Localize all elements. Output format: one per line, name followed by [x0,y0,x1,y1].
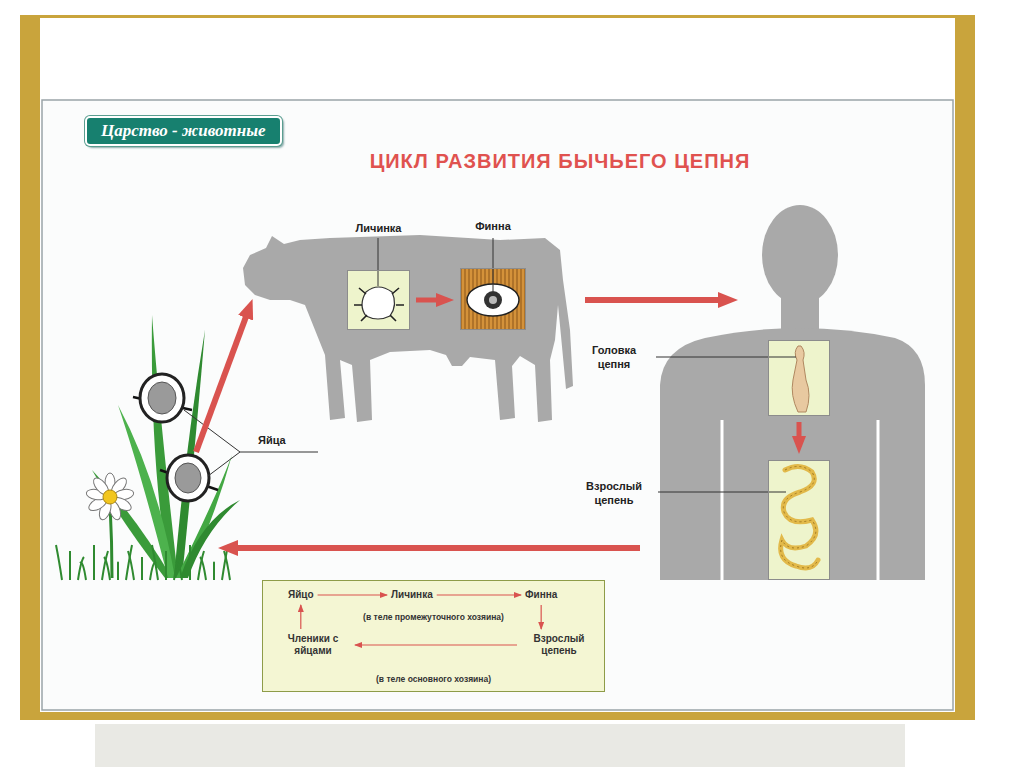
diagram-title: ЦИКЛ РАЗВИТИЯ БЫЧЬЕГО ЦЕПНЯ [320,150,800,173]
human-silhouette [722,420,878,580]
tapeworm-head-picture [792,346,809,412]
egg [167,455,209,501]
finna-box: Финна [460,268,526,330]
finna-picture [489,296,497,304]
larva-picture [362,287,395,319]
daisy [103,490,117,504]
egg [140,374,184,422]
slide-frame [95,724,905,767]
finna-picture [484,291,502,309]
scheme-panel [262,580,605,692]
node-label: Личинка [356,221,402,235]
cycle-arrows [196,314,247,452]
adult-tapeworm-picture [768,460,830,580]
cycle-arrows [585,297,722,303]
stage-item: Членики с яйцами [275,633,351,657]
node-text: Яйцо [288,589,314,601]
daisy [85,473,134,521]
node-label: Взрослый цепень [577,479,651,507]
adult-tapeworm-box: Взрослый цепень [768,460,830,580]
egg-leader-lines [208,452,240,476]
larva-picture [347,238,410,330]
plant [213,563,215,580]
stage-item: Взрослый цепень [521,633,597,657]
finna-picture [493,238,494,291]
cow-silhouette [243,235,573,422]
plant [224,551,230,580]
scheme-box: (в теле промежуточного хозяина) (в теле о… [262,580,605,692]
cycle-arrow [318,594,387,595]
node-text: Членики с яйцами [275,633,351,657]
egg [133,374,192,422]
plant [80,563,86,580]
node-text: Финна [525,589,557,601]
cycle-arrow [355,644,517,645]
tapeworm-head-picture [656,357,796,358]
larva-picture [378,238,379,286]
egg-leader-lines [184,410,318,476]
tapeworm-head-box: Головка цепня [768,340,830,416]
finna-picture [460,238,526,330]
node-label: Головка цепня [577,343,651,371]
plant [152,545,158,580]
plant [141,557,143,580]
plant [69,551,71,580]
node-label: Финна [475,219,511,233]
slide-frame [42,100,953,710]
plant [56,315,240,580]
kingdom-badge: Царство - животные [85,116,282,146]
larva-picture [354,288,404,321]
plant [189,545,191,580]
node-text: Царство - животные [101,121,266,141]
egg [160,455,218,501]
stage-item: Яйцо [288,589,314,601]
host-note: (в теле промежуточного хозяина) [263,612,604,622]
plant [56,545,230,580]
human-silhouette [660,328,925,580]
tapeworm-head-picture [768,340,830,416]
cycle-arrow [437,594,521,595]
scheme-panel [262,580,605,692]
cycle-arrow [541,605,542,629]
node-text: Взрослый цепень [521,633,597,657]
plant [176,563,182,580]
slide-frame [40,18,955,712]
plant [165,551,167,580]
larva-box: Личинка [347,270,410,330]
adult-tapeworm-picture [658,492,786,493]
egg [175,463,201,493]
adult-tapeworm-picture [658,460,830,580]
cycle-arrow [300,605,301,629]
plant [117,563,119,580]
cycle-arrow [797,422,802,440]
node-text: Личинка [391,589,433,601]
slide-frame [20,15,975,720]
plant [93,545,95,580]
plant [128,551,134,580]
adult-tapeworm-picture [781,466,818,568]
adult-tapeworm-picture [781,466,818,568]
cow-silhouette [243,235,573,422]
plant [56,545,62,580]
cycle-arrow [416,298,440,303]
daisy [85,473,134,521]
plant [200,557,206,580]
host-note: (в теле основного хозяина) [263,674,604,684]
tapeworm-head-picture [656,340,830,416]
cycle-arrows [196,300,722,548]
stage-item: Личинка [391,589,433,601]
stage-item: Финна [525,589,557,601]
slide-frame [20,15,975,767]
human-silhouette [660,205,925,580]
cycle-arrows [234,545,640,551]
egg [148,382,176,414]
part-label: Яйца [258,434,286,446]
plant [104,557,110,580]
